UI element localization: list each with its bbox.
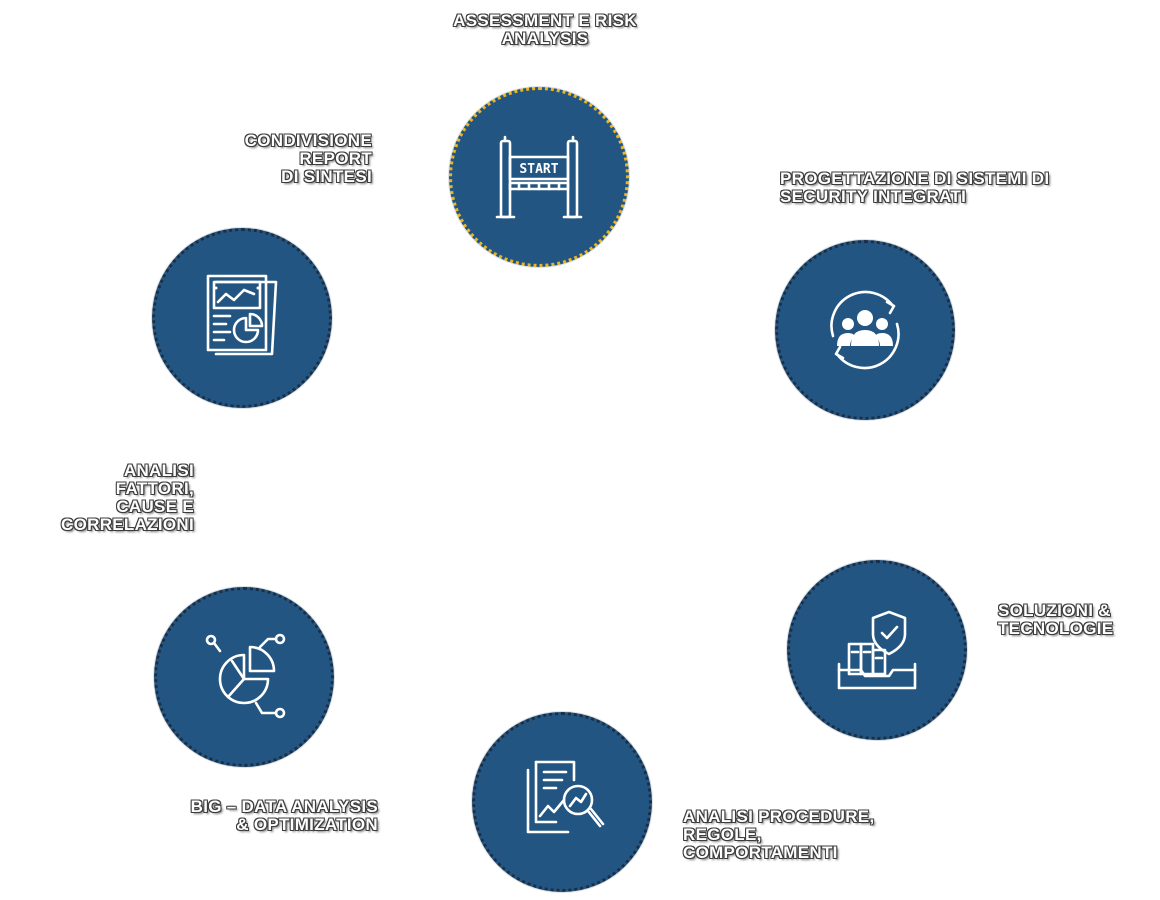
label-assessment: ASSESSMENT E RISK ANALYSIS: [453, 11, 637, 48]
label-condivisione: CONDIVISIONE REPORT DI SINTESI: [244, 131, 372, 186]
label-analisi-fattori: ANALISI FATTORI, CAUSE E CORRELAZIONI: [61, 461, 194, 534]
step-soluzioni-circle[interactable]: [787, 560, 967, 740]
label-big-data: BIG – DATA ANALYSIS & OPTIMIZATION: [190, 797, 378, 834]
report-chart-icon: [206, 274, 278, 356]
start-gate-icon: START: [495, 135, 583, 219]
label-analisi-procedure: ANALISI PROCEDURE, REGOLE, COMPORTAMENTI: [683, 807, 875, 862]
step-condivisione-circle[interactable]: [152, 228, 332, 408]
label-soluzioni: SOLUZIONI & TECNOLOGIE: [998, 601, 1114, 638]
step-progettazione-circle[interactable]: [775, 240, 955, 420]
shield-server-icon: [837, 610, 917, 690]
start-text: START: [519, 162, 558, 177]
step-analisi-procedure-circle[interactable]: [472, 712, 652, 892]
pie-network-icon: [205, 633, 286, 719]
label-progettazione: PROGETTAZIONE DI SISTEMI DI SECURITY INT…: [780, 169, 1050, 206]
step-assessment-circle[interactable]: START: [449, 87, 629, 267]
team-cycle-icon: [830, 290, 900, 370]
document-search-icon: [526, 760, 605, 834]
step-big-data-circle[interactable]: [154, 587, 334, 767]
